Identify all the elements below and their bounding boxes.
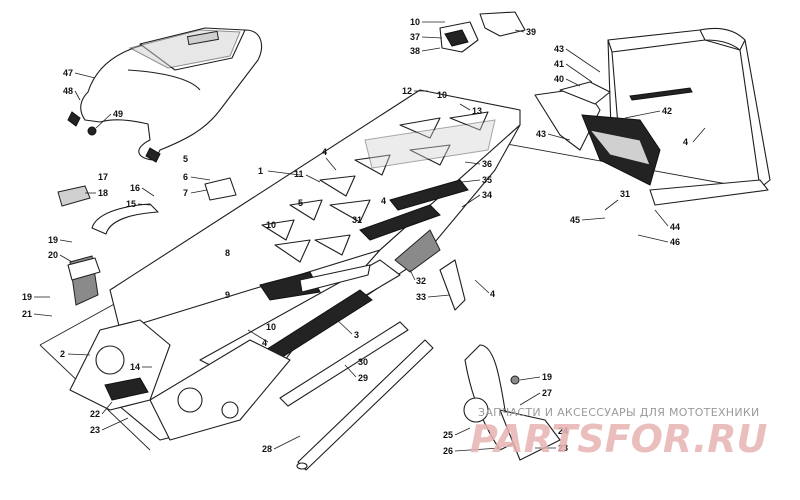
callouts: 1 2 3 4 4 4 4 5 5 6 7 8 9 10 10 10 10 11… <box>22 17 706 456</box>
watermark-caption: ЗАПЧАСТИ И АКСЕССУАРЫ ДЛЯ МОТОТЕХНИКИ <box>478 406 760 419</box>
callout-46: 46 <box>670 237 680 247</box>
seat <box>67 27 262 163</box>
callout-26: 26 <box>443 446 453 456</box>
callout-7: 7 <box>183 188 188 198</box>
callout-45: 45 <box>570 215 580 225</box>
callout-36: 36 <box>482 159 492 169</box>
callout-5-b: 5 <box>298 198 303 208</box>
callout-4-e: 4 <box>683 137 688 147</box>
callout-44: 44 <box>670 222 680 232</box>
callout-10-c: 10 <box>266 220 276 230</box>
callout-24: 24 <box>558 426 568 436</box>
callout-37: 37 <box>410 32 420 42</box>
bracket-33 <box>439 259 466 311</box>
callout-17: 17 <box>98 172 108 182</box>
rear-flap <box>534 81 661 186</box>
callout-31-a: 31 <box>352 215 362 225</box>
hitch-brackets <box>439 11 526 53</box>
callout-2: 2 <box>60 349 65 359</box>
callout-29: 29 <box>358 373 368 383</box>
callout-43-b: 43 <box>536 129 546 139</box>
watermark-logo: PARTSFOR.RU <box>470 417 768 461</box>
callout-23-b: 23 <box>558 443 568 453</box>
callout-32: 32 <box>416 276 426 286</box>
grab-handle <box>67 203 159 306</box>
callout-49: 49 <box>113 109 123 119</box>
callout-10-b: 10 <box>437 90 447 100</box>
rails <box>279 321 434 471</box>
callout-35: 35 <box>482 175 492 185</box>
callout-8: 8 <box>225 248 230 258</box>
callout-30: 30 <box>358 357 368 367</box>
callout-42: 42 <box>662 106 672 116</box>
callout-18: 18 <box>98 188 108 198</box>
callout-31-b: 31 <box>620 189 630 199</box>
callout-4-a: 4 <box>322 147 327 157</box>
callout-12: 12 <box>402 86 412 96</box>
callout-21: 21 <box>22 309 32 319</box>
callout-34: 34 <box>482 190 492 200</box>
callout-48: 48 <box>63 86 73 96</box>
callout-4-c: 4 <box>262 338 267 348</box>
callout-16: 16 <box>130 183 140 193</box>
callout-22: 22 <box>90 409 100 419</box>
callout-27: 27 <box>542 388 552 398</box>
callout-19-c: 19 <box>542 372 552 382</box>
callout-39: 39 <box>526 27 536 37</box>
footrest-17 <box>57 185 91 207</box>
callout-4-b: 4 <box>381 196 386 206</box>
bracket-7 <box>204 177 237 201</box>
callout-19-a: 19 <box>48 235 58 245</box>
callout-3: 3 <box>354 330 359 340</box>
callout-5-a: 5 <box>183 154 188 164</box>
tunnel-cutouts <box>261 111 489 263</box>
callout-14: 14 <box>130 362 140 372</box>
callout-11: 11 <box>294 169 304 179</box>
callout-25: 25 <box>443 430 453 440</box>
callout-1: 1 <box>258 166 263 176</box>
callout-38: 38 <box>410 46 420 56</box>
callout-43-a: 43 <box>554 44 564 54</box>
callout-13: 13 <box>472 106 482 116</box>
callout-20: 20 <box>48 250 58 260</box>
callout-28: 28 <box>262 444 272 454</box>
callout-4-d: 4 <box>490 289 495 299</box>
callout-15: 15 <box>126 199 136 209</box>
callout-47: 47 <box>63 68 73 78</box>
callout-9: 9 <box>225 290 230 300</box>
callout-10-d: 10 <box>266 322 276 332</box>
bracket-32 <box>394 229 441 273</box>
callout-41: 41 <box>554 59 564 69</box>
callout-10-a: 10 <box>410 17 420 27</box>
callout-33: 33 <box>416 292 426 302</box>
callout-19-b: 19 <box>22 292 32 302</box>
callout-6: 6 <box>183 172 188 182</box>
cover-22 <box>104 377 149 401</box>
footwell <box>463 344 561 461</box>
washer-49 <box>87 126 97 136</box>
callout-40: 40 <box>554 74 564 84</box>
callout-23-a: 23 <box>90 425 100 435</box>
